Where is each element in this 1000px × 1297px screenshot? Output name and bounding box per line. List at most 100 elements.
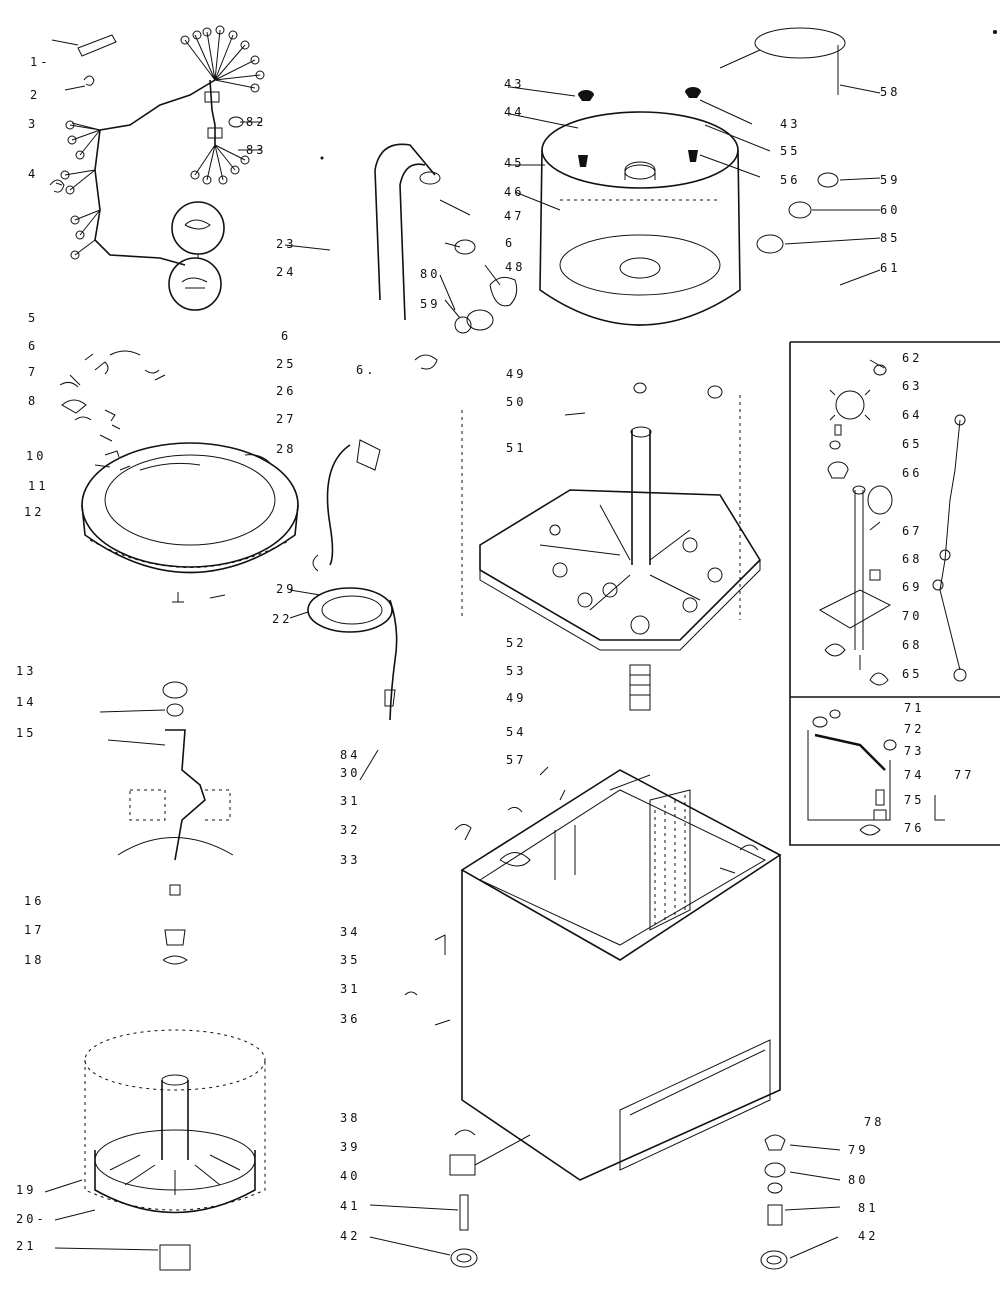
part-label-39: 39 (340, 1140, 361, 1154)
cabinet (404, 766, 782, 1181)
part-label-8: 8 (28, 394, 39, 408)
part-label-20: 20- (16, 1212, 47, 1226)
part-label-29: 29 (276, 582, 297, 596)
part-label-36: 36 (340, 1012, 361, 1026)
inset-suspension (789, 341, 1000, 846)
part-label-79: 79 (848, 1143, 869, 1157)
part-label-34: 34 (340, 925, 361, 939)
spin-basket (84, 1029, 266, 1271)
part-label-84: 84 (340, 748, 361, 762)
part-label-35: 35 (340, 953, 361, 967)
part-label-43b: 43 (780, 117, 801, 131)
tub-ring (81, 442, 299, 603)
part-label-45: 45 (504, 156, 525, 170)
part-label-58: 58 (880, 85, 901, 99)
agitator (117, 681, 234, 965)
part-label-64: 64 (902, 408, 923, 422)
outer-tub (539, 87, 741, 326)
part-label-1: 1- (30, 55, 51, 69)
part-label-6a: 6 (28, 339, 39, 353)
part-label-50: 50 (506, 395, 527, 409)
part-label-11: 11 (28, 479, 49, 493)
part-label-28: 28 (276, 442, 297, 456)
part-label-16: 16 (24, 894, 45, 908)
part-label-66: 66 (902, 466, 923, 480)
part-label-5: 5 (28, 311, 39, 325)
part-label-56: 56 (780, 173, 801, 187)
part-label-75: 75 (904, 793, 925, 807)
part-label-81: 81 (858, 1201, 879, 1215)
part-label-83: 83 (246, 143, 267, 157)
part-label-51: 51 (506, 441, 527, 455)
part-label-6d: 6 (505, 236, 516, 250)
part-label-60: 60 (880, 203, 901, 217)
part-label-6b: 6 (281, 329, 292, 343)
part-label-32: 32 (340, 823, 361, 837)
base-plate (461, 382, 762, 711)
part-label-48: 48 (505, 260, 526, 274)
part-label-22: 22 (272, 612, 293, 626)
part-label-15: 15 (16, 726, 37, 740)
part-label-42b: 42 (858, 1229, 879, 1243)
small-parts-cluster (59, 350, 166, 471)
cable (719, 27, 846, 254)
part-label-38a: 38 (340, 1111, 361, 1125)
part-label-12: 12 (24, 505, 45, 519)
part-label-77: 77 (954, 768, 975, 782)
inset-snubber (807, 709, 945, 836)
part-label-54: 54 (506, 725, 527, 739)
part-label-18: 18 (24, 953, 45, 967)
part-label-41: 41 (340, 1199, 361, 1213)
part-label-30: 30 (340, 766, 361, 780)
part-label-47: 47 (504, 209, 525, 223)
part-label-82: 82 (246, 115, 267, 129)
part-label-53: 53 (506, 664, 527, 678)
part-label-57: 57 (506, 753, 527, 767)
part-label-49a: 49 (506, 367, 527, 381)
wiring-harness (49, 25, 265, 311)
part-label-24: 24 (276, 265, 297, 279)
part-label-40: 40 (340, 1169, 361, 1183)
part-label-59b: 59 (880, 173, 901, 187)
part-label-69: 69 (902, 580, 923, 594)
part-label-68b: 68 (902, 638, 923, 652)
part-label-63: 63 (902, 379, 923, 393)
part-label-72: 72 (904, 722, 925, 736)
part-label-42a: 42 (340, 1229, 361, 1243)
part-label-13: 13 (16, 664, 37, 678)
part-label-27: 27 (276, 412, 297, 426)
part-label-59a: 59 (420, 297, 441, 311)
hose-assembly (307, 439, 398, 721)
part-label-2: 2 (30, 88, 41, 102)
part-label-74: 74 (904, 768, 925, 782)
part-label-25: 25 (276, 357, 297, 371)
part-label-7: 7 (28, 365, 39, 379)
part-label-19: 19 (16, 1183, 37, 1197)
part-label-62: 62 (902, 351, 923, 365)
part-label-26: 26 (276, 384, 297, 398)
part-label-73: 73 (904, 744, 925, 758)
drain-hose (374, 143, 518, 370)
part-label-70: 70 (902, 609, 923, 623)
part-label-43a: 43 (504, 77, 525, 91)
part-label-71: 71 (904, 701, 925, 715)
part-label-4: 4 (28, 167, 39, 181)
part-label-76: 76 (904, 821, 925, 835)
part-label-65a: 65 (902, 437, 923, 451)
part-label-21: 21 (16, 1239, 37, 1253)
part-label-55: 55 (780, 144, 801, 158)
part-label-10: 10 (26, 449, 47, 463)
part-label-68a: 68 (902, 552, 923, 566)
part-label-80b: 80 (848, 1173, 869, 1187)
part-label-6c: 6. (356, 363, 377, 377)
part-label-78a: 78 (864, 1115, 885, 1129)
part-label-33: 33 (340, 853, 361, 867)
part-label-52: 52 (506, 636, 527, 650)
part-label-65b: 65 (902, 667, 923, 681)
part-label-44: 44 (504, 105, 525, 119)
part-label-31b: 31 (340, 982, 361, 996)
part-label-17: 17 (24, 923, 45, 937)
part-label-23: 23 (276, 237, 297, 251)
part-label-80a: 80 (420, 267, 441, 281)
